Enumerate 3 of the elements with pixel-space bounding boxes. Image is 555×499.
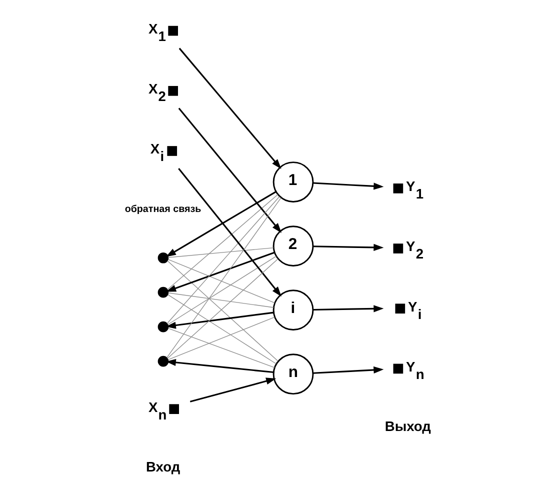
label: обратная связь xyxy=(124,204,201,216)
label: Вход xyxy=(146,459,180,474)
label: Выход xyxy=(384,418,430,434)
